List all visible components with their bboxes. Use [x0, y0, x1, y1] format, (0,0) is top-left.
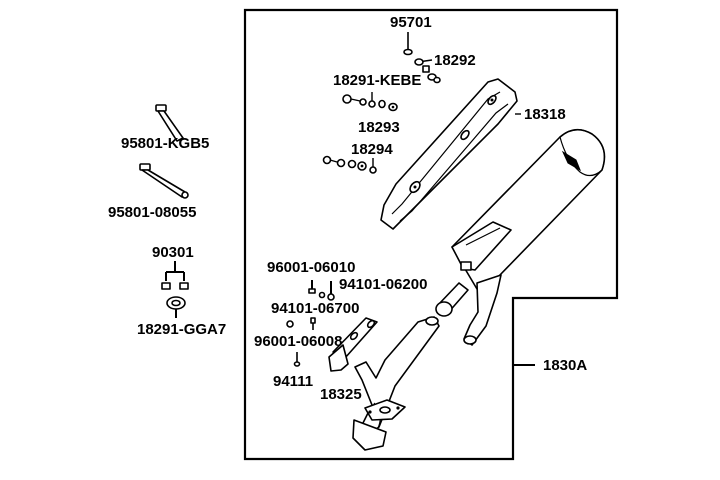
clamp-parts-18292 — [414, 58, 441, 84]
label-90301: 90301 — [152, 244, 194, 261]
bolts-18294 — [322, 155, 377, 174]
gasket-18291-gga7 — [166, 296, 186, 318]
bolt-96001-06010 — [308, 280, 326, 299]
bolt-96001-06008 — [293, 352, 301, 367]
label-95801-08055: 95801-08055 — [108, 204, 196, 221]
bolt-95701 — [403, 32, 413, 56]
label-18291-gga7: 18291-GGA7 — [137, 321, 226, 338]
washer-94101-06200 — [327, 293, 335, 301]
label-94101-06200: 94101-06200 — [339, 276, 427, 293]
label-18292: 18292 — [434, 52, 476, 69]
label-95701: 95701 — [390, 14, 432, 31]
label-18293: 18293 — [358, 119, 400, 136]
label-94101-06700: 94101-06700 — [271, 300, 359, 317]
bolt-95801-08055 — [139, 163, 189, 199]
exhaust-pipe-18325 — [352, 316, 440, 451]
muffler-body — [435, 128, 606, 346]
label-96001-06010: 96001-06010 — [267, 259, 355, 276]
assembly-boundary — [243, 8, 619, 461]
label-18294: 18294 — [351, 141, 393, 158]
heat-shield-18318 — [380, 78, 521, 230]
label-18291-kebe: 18291-KEBE — [333, 72, 421, 89]
label-94111: 94111 — [273, 373, 313, 390]
bolt-95801-kgb5 — [155, 104, 184, 142]
label-18325: 18325 — [320, 386, 362, 403]
assembly-label: 1830A — [543, 357, 587, 374]
bolts-18293 — [342, 92, 398, 112]
label-18318: 18318 — [524, 106, 566, 123]
nuts-90301 — [161, 261, 189, 290]
label-96001-06008: 96001-06008 — [254, 333, 342, 350]
pipe-guard — [328, 317, 378, 372]
bolts-94101-06700 — [286, 317, 316, 330]
label-95801-kgb5: 95801-KGB5 — [121, 135, 209, 152]
